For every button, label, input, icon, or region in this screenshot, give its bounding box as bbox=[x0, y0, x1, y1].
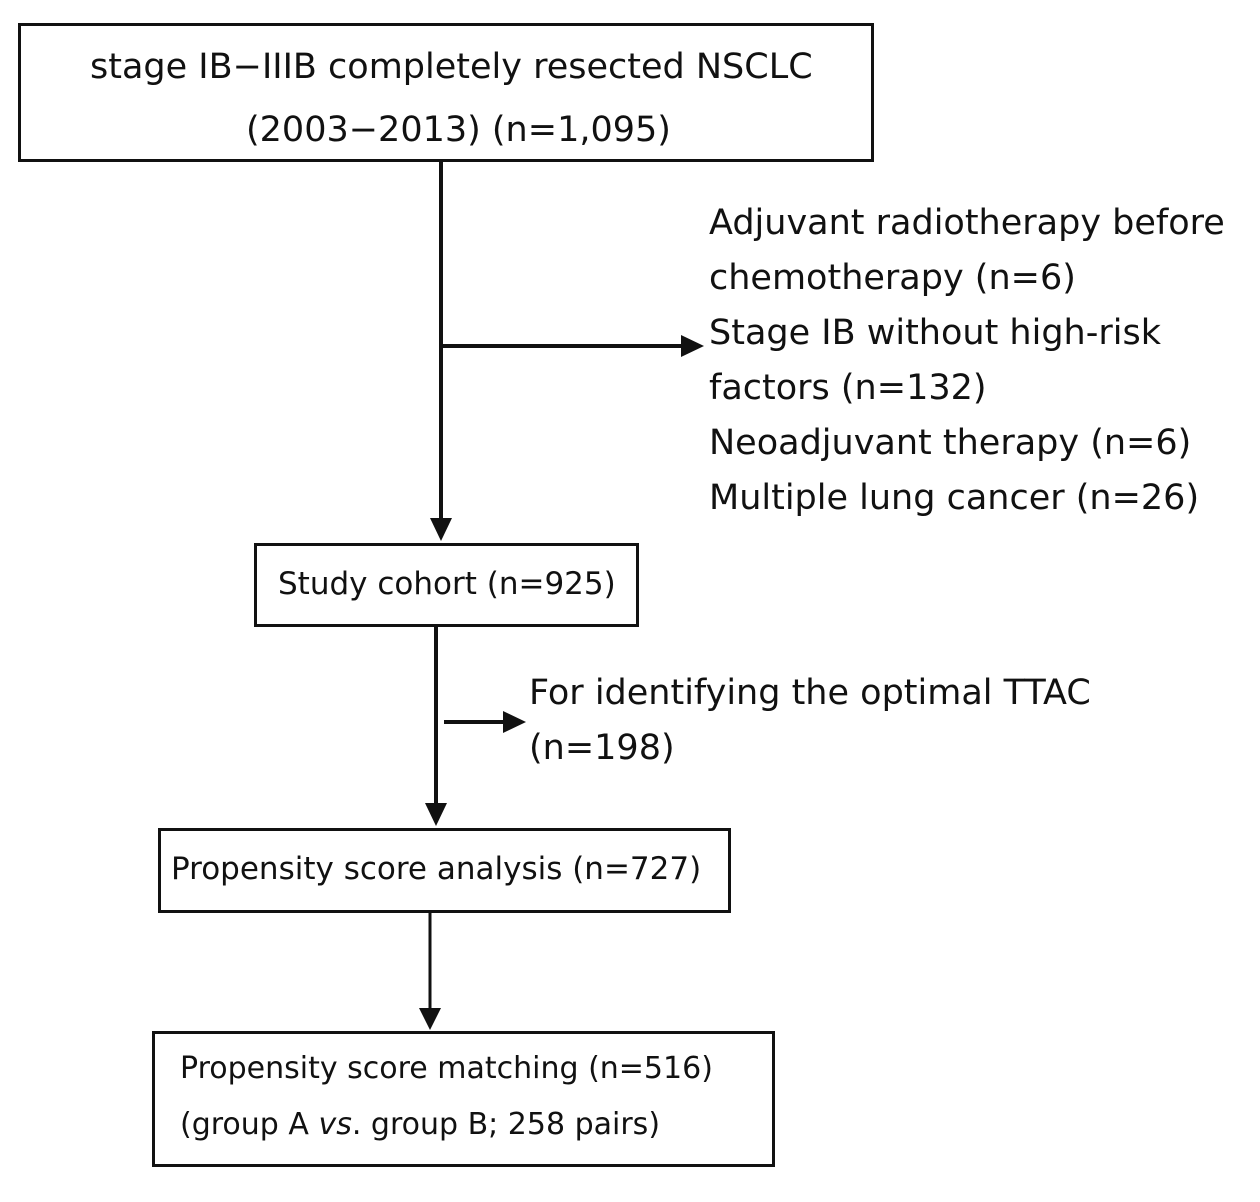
exclusion-item: Neoadjuvant therapy (n=6) bbox=[709, 423, 1192, 463]
exclusion-item: Multiple lung cancer (n=26) bbox=[709, 478, 1200, 518]
arrowhead-down-2 bbox=[425, 803, 447, 826]
propensity-analysis-label: Propensity score analysis (n=727) bbox=[171, 851, 702, 887]
matching-line-2-italic: vs bbox=[318, 1107, 352, 1142]
exclusion-item: factors (n=132) bbox=[709, 368, 987, 408]
box-propensity-matching bbox=[152, 1031, 775, 1167]
box-total-cohort bbox=[18, 23, 874, 162]
exclusion-item: chemotherapy (n=6) bbox=[709, 258, 1076, 298]
study-cohort-label: Study cohort (n=925) bbox=[278, 566, 616, 602]
arrowhead-down-1 bbox=[430, 518, 452, 541]
matching-line-2-prefix: (group A bbox=[180, 1107, 319, 1142]
matching-line-2-suffix: . group B; 258 pairs) bbox=[351, 1107, 661, 1142]
exclusion-item: Adjuvant radiotherapy before bbox=[709, 203, 1225, 243]
ttac-exclusion-line-2: (n=198) bbox=[529, 728, 675, 768]
total-cohort-line-2: (2003−2013) (n=1,095) bbox=[246, 110, 671, 150]
box-study-cohort bbox=[254, 543, 639, 627]
box-propensity-analysis bbox=[158, 828, 731, 913]
exclusion-item: Stage IB without high-risk bbox=[709, 313, 1161, 353]
propensity-matching-line-2: (group A vs. group B; 258 pairs) bbox=[180, 1099, 660, 1151]
propensity-matching-line-1: Propensity score matching (n=516) bbox=[180, 1051, 713, 1086]
arrowhead-right-2 bbox=[503, 711, 526, 733]
total-cohort-line-1: stage IB−IIIB completely resected NSCLC bbox=[90, 47, 813, 87]
arrowhead-right-1 bbox=[681, 335, 704, 357]
ttac-exclusion-line-1: For identifying the optimal TTAC bbox=[529, 673, 1091, 713]
arrowhead-down-3 bbox=[419, 1008, 441, 1030]
